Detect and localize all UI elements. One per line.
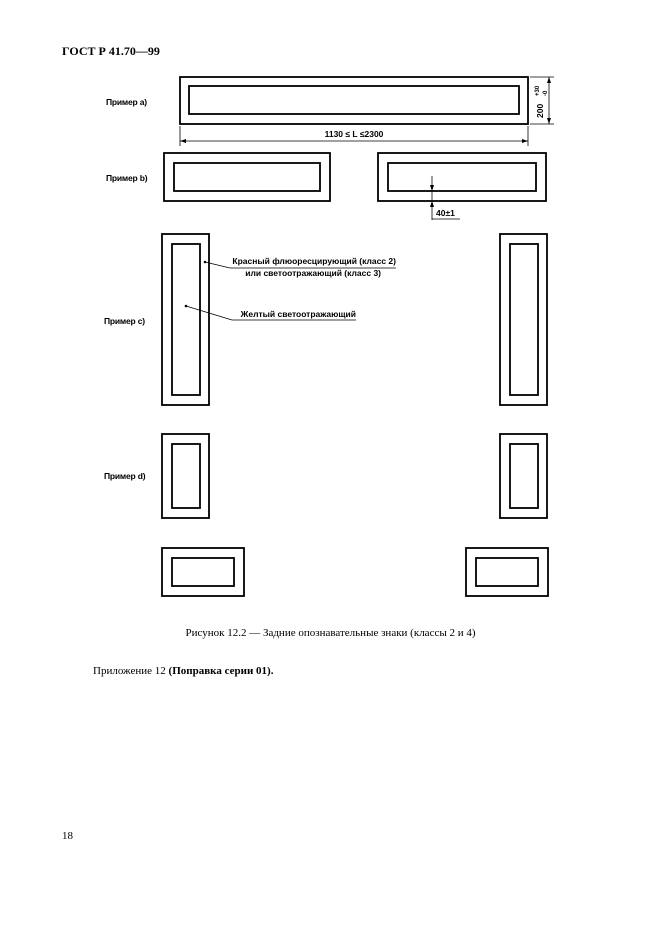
example-a-outer-frame: [179, 76, 529, 125]
example-b-right-inner: [387, 162, 537, 192]
page-number: 18: [62, 830, 73, 842]
example-c-right-outer: [499, 233, 548, 406]
length-dimension-text: 1130 ≤ L ≤2300: [325, 129, 384, 139]
example-d-left-inner: [171, 443, 201, 509]
amendment-note: Приложение 12 (Поправка серии 01).: [93, 665, 273, 677]
figure-caption: Рисунок 12.2 — Задние опознавательные зн…: [185, 627, 476, 639]
document-header: ГОСТ Р 41.70—99: [62, 44, 160, 58]
example-b-label: Пример b): [106, 173, 148, 183]
example-d-left-outer: [161, 433, 210, 519]
example-c-right-inner: [509, 243, 539, 396]
example-e-right-inner: [475, 557, 539, 587]
height-dimension-text: 200: [535, 104, 545, 118]
example-c-label: Пример c): [104, 316, 145, 326]
height-tolerance-upper: +30: [535, 85, 541, 96]
yellow-callout: Желтый светоотражающий: [240, 309, 356, 319]
example-d-right-outer: [499, 433, 548, 519]
example-e-left-inner: [171, 557, 235, 587]
example-c-left-outer: [161, 233, 210, 406]
amendment-note-bold: (Поправка серии 01).: [168, 665, 274, 677]
example-c-left-inner: [171, 243, 201, 396]
example-b-right-outer: [377, 152, 547, 202]
example-d-label: Пример d): [104, 471, 146, 481]
border-dimension-text: 40±1: [436, 208, 455, 218]
example-d-right-inner: [509, 443, 539, 509]
example-e-left-outer: [161, 547, 245, 597]
height-tolerance-lower: -0: [543, 90, 549, 96]
red-callout-line1: Красный флюоресцирующий (класс 2): [232, 256, 396, 266]
example-b-left-inner: [173, 162, 321, 192]
example-a-inner-frame: [188, 85, 520, 115]
amendment-note-text: Приложение 12: [93, 665, 169, 677]
example-a-label: Пример a): [106, 97, 147, 107]
example-e-right-outer: [465, 547, 549, 597]
example-b-left-outer: [163, 152, 331, 202]
red-callout-line2: или светоотражающий (класс 3): [245, 268, 381, 278]
